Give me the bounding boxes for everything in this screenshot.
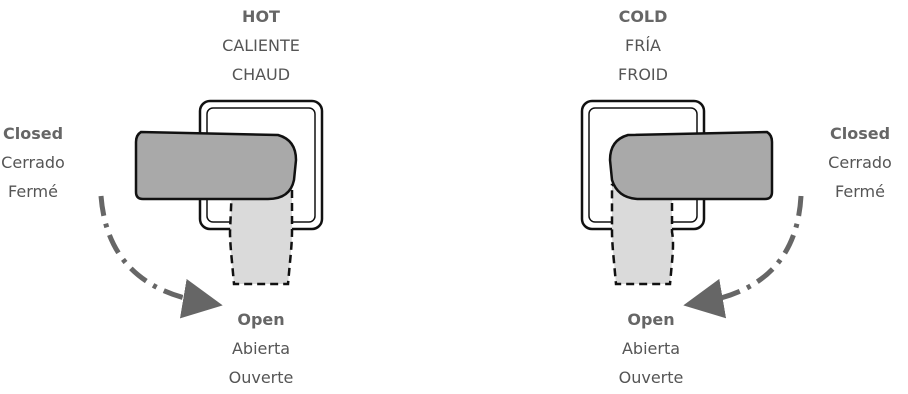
cold-title-fr: FROID xyxy=(618,65,668,84)
cold-open-en: Open xyxy=(627,310,675,329)
hot-closed-fr: Fermé xyxy=(8,182,58,201)
hot-open-es: Abierta xyxy=(231,339,291,358)
cold-handle-closed-position xyxy=(608,130,774,201)
hot-open-en: Open xyxy=(237,310,285,329)
hot-valve xyxy=(98,99,324,319)
cold-title: COLD xyxy=(618,7,668,26)
hot-handle-open-position xyxy=(228,183,294,286)
hot-closed-es: Cerrado xyxy=(1,153,65,172)
hot-open-label: Open Abierta Ouverte xyxy=(201,305,321,392)
cold-open-es: Abierta xyxy=(621,339,681,358)
hot-title-label: HOT CALIENTE CHAUD xyxy=(181,2,341,89)
hot-title-fr: CHAUD xyxy=(231,65,291,84)
hot-open-fr: Ouverte xyxy=(228,368,294,387)
hot-rotation-arrow xyxy=(98,195,223,319)
cold-handle-open-position xyxy=(610,183,675,286)
hot-closed-label: Closed Cerrado Fermé xyxy=(0,119,66,206)
hot-handle-closed-position xyxy=(134,130,298,201)
hot-title-es: CALIENTE xyxy=(222,36,300,55)
cold-closed-es: Cerrado xyxy=(828,153,892,172)
cold-open-fr: Ouverte xyxy=(618,368,684,387)
cold-title-es: FRÍA xyxy=(625,36,661,55)
hot-closed-en: Closed xyxy=(2,124,64,143)
cold-title-label: COLD FRÍA FROID xyxy=(563,2,723,89)
cold-closed-label: Closed Cerrado Fermé xyxy=(812,119,908,206)
cold-valve xyxy=(580,99,804,319)
cold-rotation-arrow xyxy=(683,195,804,319)
cold-closed-fr: Fermé xyxy=(835,182,885,201)
cold-closed-en: Closed xyxy=(829,124,891,143)
hot-title: HOT xyxy=(242,7,280,26)
cold-open-label: Open Abierta Ouverte xyxy=(591,305,711,392)
